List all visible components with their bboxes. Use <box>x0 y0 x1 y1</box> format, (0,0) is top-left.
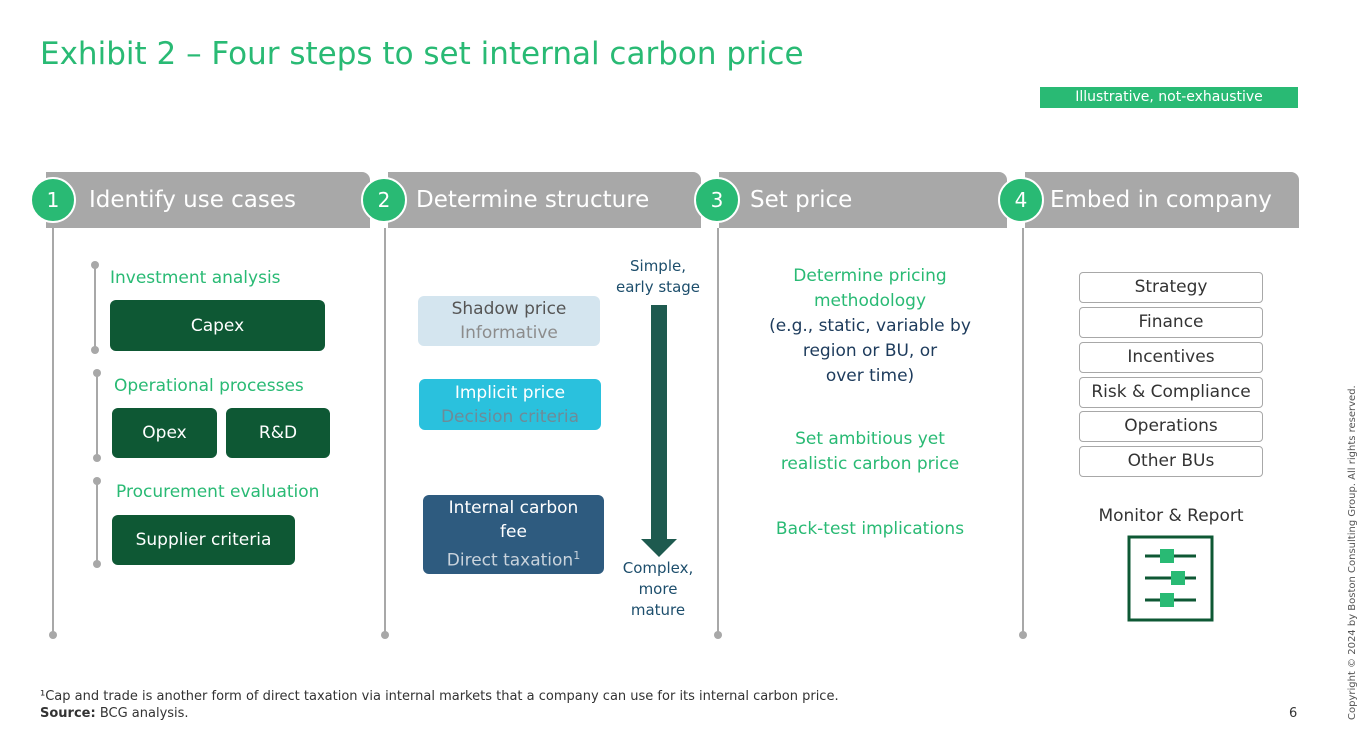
step-1-number: 1 <box>30 177 76 223</box>
bracket-dot <box>91 346 99 354</box>
operational-processes-label: Operational processes <box>114 376 304 396</box>
other-bus-box: Other BUs <box>1079 446 1263 477</box>
step-3-header: Set price <box>719 172 1007 228</box>
step-2-header: Determine structure <box>388 172 701 228</box>
investment-analysis-label: Investment analysis <box>110 268 281 288</box>
supplier-criteria-box: Supplier criteria <box>112 515 295 565</box>
step-4-number: 4 <box>998 177 1044 223</box>
risk-compliance-box: Risk & Compliance <box>1079 377 1263 408</box>
internal-carbon-fee-box: Internal carbon fee Direct taxation1 <box>423 495 604 574</box>
step-4-header: Embed in company <box>1025 172 1299 228</box>
step-3-number: 3 <box>694 177 740 223</box>
implicit-price-title: Implicit price <box>454 382 566 403</box>
monitor-report-icon <box>1127 535 1214 622</box>
column-1-end-dot <box>49 631 57 639</box>
capex-box: Capex <box>110 300 325 351</box>
bracket-dot <box>93 454 101 462</box>
step-4-label: Embed in company <box>1050 187 1272 213</box>
column-4-end-dot <box>1019 631 1027 639</box>
incentives-box: Incentives <box>1079 342 1263 373</box>
step-3-label: Set price <box>750 187 853 213</box>
operational-bracket <box>96 372 98 458</box>
column-2-line <box>384 228 386 634</box>
finance-box: Finance <box>1079 307 1263 338</box>
ambitious-price-text: Set ambitious yet realistic carbon price <box>780 429 960 474</box>
bracket-dot <box>91 261 99 269</box>
monitor-report-label: Monitor & Report <box>1098 506 1244 526</box>
copyright-notice: Copyright © 2024 by Boston Consulting Gr… <box>1347 385 1358 720</box>
column-1-line <box>52 228 54 634</box>
source-text: BCG analysis. <box>95 706 189 721</box>
bracket-dot <box>93 477 101 485</box>
column-3-end-dot <box>714 631 722 639</box>
column-3-line <box>717 228 719 634</box>
column-4-line <box>1022 228 1024 634</box>
column-2-end-dot <box>381 631 389 639</box>
fee-title-line-2: fee <box>500 522 527 543</box>
back-test-text: Back-test implications <box>775 519 965 539</box>
shadow-price-title: Shadow price <box>451 299 567 319</box>
fee-subtitle: Direct taxation1 <box>446 549 581 571</box>
step-1-header: Identify use cases <box>46 172 370 228</box>
page-title: Exhibit 2 – Four steps to set internal c… <box>40 36 804 72</box>
arrow-bottom-label: Complex, more mature <box>622 559 694 619</box>
maturity-arrow-icon <box>641 305 677 557</box>
step-2-label: Determine structure <box>416 187 650 213</box>
shadow-price-subtitle: Informative <box>460 323 558 343</box>
procurement-evaluation-label: Procurement evaluation <box>116 482 320 502</box>
operations-box: Operations <box>1079 411 1263 442</box>
step-2-number: 2 <box>361 177 407 223</box>
footnote-marker: 1 <box>573 549 581 563</box>
investment-bracket <box>94 264 96 350</box>
pricing-methodology-text: Determine pricing methodology (e.g., sta… <box>769 266 971 386</box>
page-number: 6 <box>1289 706 1298 721</box>
footnote: ¹Cap and trade is another form of direct… <box>40 689 839 704</box>
implicit-price-subtitle: Decision criteria <box>440 406 580 427</box>
source-label: Source: <box>40 706 96 721</box>
rnd-box: R&D <box>226 408 330 458</box>
strategy-box: Strategy <box>1079 272 1263 303</box>
bracket-dot <box>93 560 101 568</box>
shadow-price-box: Shadow price Informative <box>418 296 600 346</box>
arrow-top-label: Simple, early stage <box>615 257 701 296</box>
fee-title-line-1: Internal carbon <box>448 498 579 519</box>
opex-box: Opex <box>112 408 217 458</box>
step-1-label: Identify use cases <box>89 187 297 213</box>
illustrative-badge: Illustrative, not-exhaustive <box>1040 87 1298 108</box>
source-line: Source: BCG analysis. <box>40 706 189 721</box>
bracket-dot <box>93 369 101 377</box>
procurement-bracket <box>96 480 98 564</box>
implicit-price-box: Implicit price Decision criteria <box>419 379 601 430</box>
